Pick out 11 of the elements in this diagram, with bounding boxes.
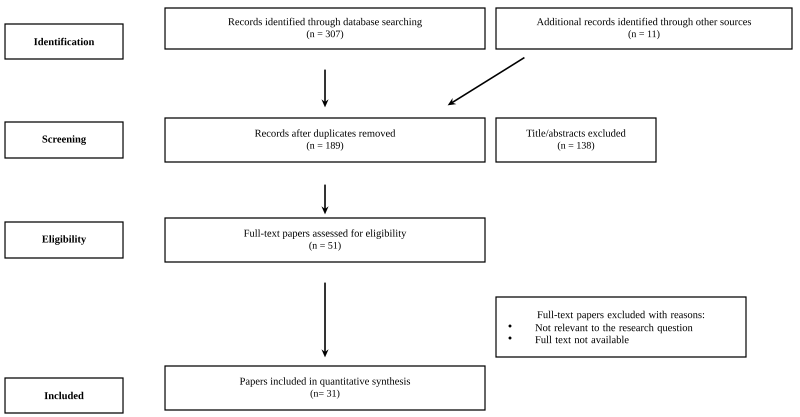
stage-label: Identification [4, 23, 124, 60]
exclusion-box: Full-text papers excluded with reasons: Not relevant to the research question Full text not available [495, 296, 747, 358]
process-box: Papers included in quantitative synthesis (n= 31) [164, 365, 486, 411]
stage-label: Screening [4, 121, 124, 159]
stage-label: Eligibility [4, 221, 124, 259]
process-box: Records after duplicates removed (n = 189) [164, 117, 486, 163]
stage-label: Included [4, 377, 124, 414]
process-box: Full-text papers assessed for eligibility (n = 51) [164, 217, 486, 263]
process-box: Additional records identified through other sources (n = 11) [495, 7, 793, 50]
process-box: Records identified through database searching (n = 307) [164, 7, 486, 50]
process-box: Title/abstracts excluded (n = 138) [495, 117, 657, 163]
